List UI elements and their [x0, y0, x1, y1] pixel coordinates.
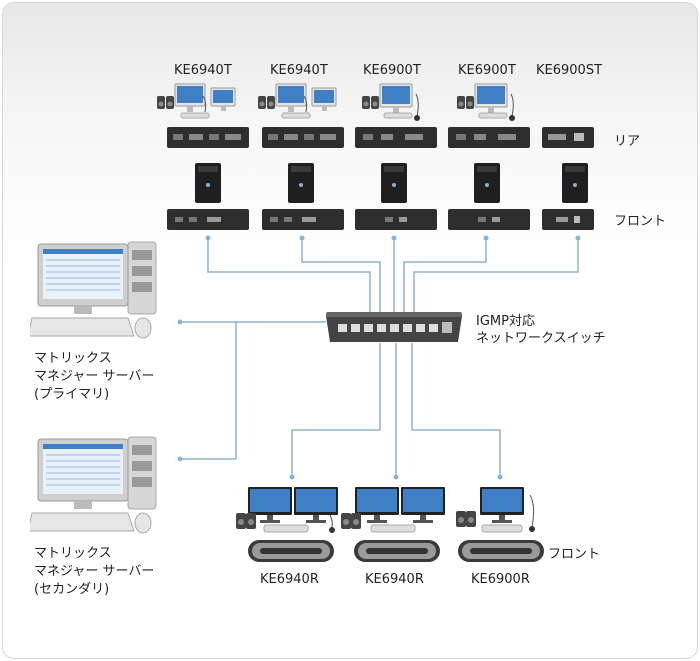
wire-tx5: [413, 237, 579, 318]
tx-front-unit: [355, 209, 437, 230]
wire-rx1: [291, 343, 381, 476]
rx-model-label: KE6900R: [471, 572, 530, 587]
server-workstation-icon: [30, 241, 157, 339]
tx-front-unit: [262, 209, 344, 230]
tx-rear-unit: [542, 127, 594, 148]
tx-model-label: KE6900T: [363, 63, 421, 78]
rx-unit: [248, 540, 334, 562]
tx-rear-unit: [167, 127, 249, 148]
receiver-workstation-single-icon: [456, 487, 535, 533]
network-switch-icon: [326, 312, 462, 342]
server-workstation-icon: [30, 436, 157, 534]
manager-primary-line3: (プライマリ): [34, 387, 110, 402]
wire-rx3: [411, 343, 501, 476]
manager-primary-line1: マトリックス: [34, 351, 112, 366]
workstation-dual-icon: [157, 83, 236, 119]
tx-model-label: KE6900T: [458, 63, 516, 78]
tx-front-unit: [448, 209, 530, 230]
wire-tx4: [403, 237, 487, 318]
rx-model-label: KE6940R: [365, 572, 424, 587]
rx-unit: [458, 540, 544, 562]
tx-rear-unit: [448, 127, 530, 148]
workstation-single-icon: [457, 83, 515, 121]
wire-tx1: [207, 237, 371, 318]
tx-model-label: KE6940T: [174, 63, 232, 78]
computer-tower-icon: [381, 163, 407, 203]
wire-tx2: [301, 237, 381, 318]
manager-secondary-line1: マトリックス: [34, 546, 112, 561]
workstation-single-icon: [362, 83, 420, 121]
front-label: フロント: [614, 214, 667, 229]
computer-tower-icon: [562, 163, 588, 203]
receiver-workstation-dual-icon: [236, 487, 338, 533]
rx-model-label: KE6940R: [260, 572, 319, 587]
tx-rear-unit: [355, 127, 437, 148]
computer-tower-icon: [288, 163, 314, 203]
wire-manager-secondary: [180, 322, 237, 460]
switch-label-line2: ネットワークスイッチ: [476, 331, 606, 346]
tx-front-unit: [542, 209, 594, 230]
switch-label-line1: IGMP対応: [476, 314, 535, 329]
rear-label: リア: [614, 134, 641, 149]
tx-model-label: KE6900ST: [536, 63, 603, 78]
tx-model-label: KE6940T: [270, 63, 328, 78]
manager-secondary-line3: (セカンダリ): [34, 582, 110, 597]
workstation-dual-icon: [258, 83, 337, 119]
tx-rear-unit: [262, 127, 344, 148]
computer-tower-icon: [474, 163, 500, 203]
rx-unit: [354, 540, 440, 562]
tx-front-unit: [167, 209, 249, 230]
computer-tower-icon: [195, 163, 221, 203]
manager-secondary-line2: マネジャー サーバー: [34, 564, 155, 579]
receiver-workstation-dual-icon: [341, 487, 445, 533]
rx-front-label: フロント: [548, 547, 601, 562]
manager-primary-line2: マネジャー サーバー: [34, 369, 155, 384]
